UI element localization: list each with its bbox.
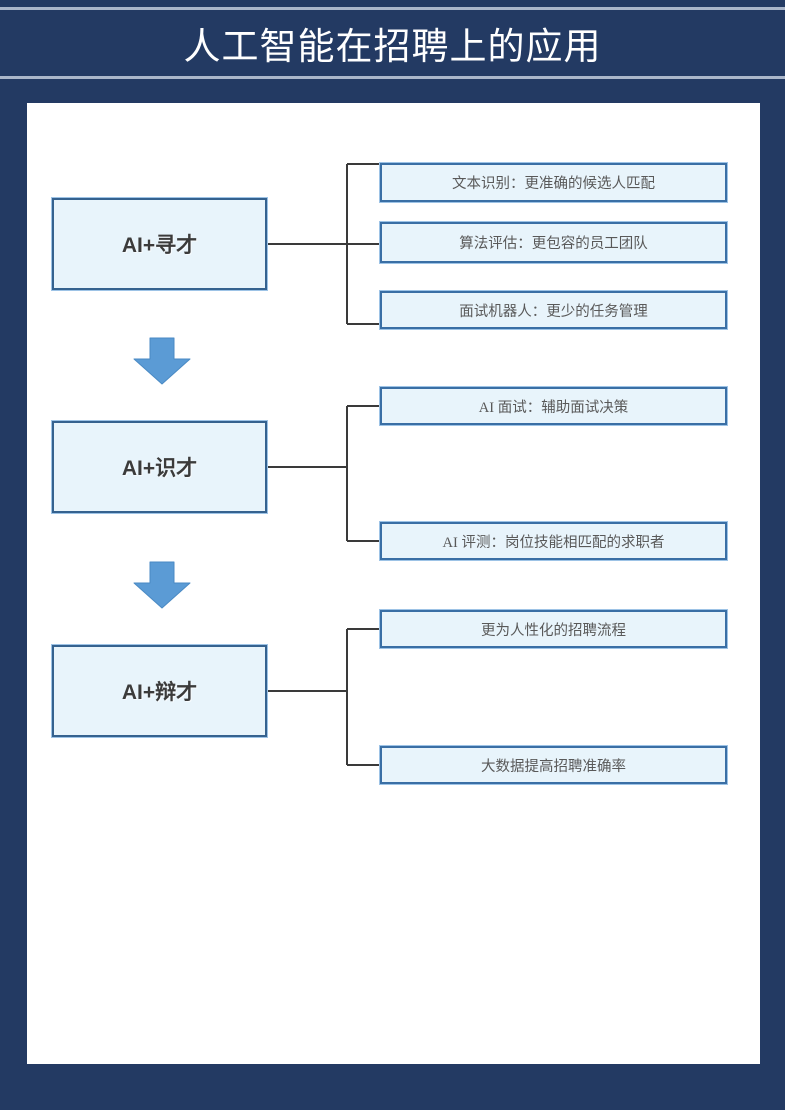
down-arrow-icon-1 [133,337,191,385]
flow-diagram: AI+寻才 文本识别：更准确的候选人匹配 算法评估：更包容的员工团队 面试机器人… [27,103,760,1064]
sub-node-group-2-item-1[interactable]: AI 面试：辅助面试决策 [379,386,728,426]
sub-node-group-1-item-3[interactable]: 面试机器人：更少的任务管理 [379,290,728,330]
sub-node-label: AI 面试：辅助面试决策 [478,399,629,416]
main-node-group-1[interactable]: AI+寻才 [51,197,268,291]
sub-node-group-1-item-2[interactable]: 算法评估：更包容的员工团队 [379,221,728,264]
sub-node-group-2-item-2[interactable]: AI 评测：岗位技能相匹配的求职者 [379,521,728,561]
title-rule-top [0,7,785,10]
sub-node-label: 算法评估：更包容的员工团队 [459,236,648,252]
main-node-label: AI+辩才 [121,681,198,704]
sub-node-label: 文本识别：更准确的候选人匹配 [452,176,655,192]
down-arrow-icon-2 [133,561,191,609]
sub-node-group-3-item-1[interactable]: 更为人性化的招聘流程 [379,609,728,649]
title-band: 人工智能在招聘上的应用 [0,10,785,76]
main-node-group-3[interactable]: AI+辩才 [51,644,268,738]
sub-node-label: AI 评测：岗位技能相匹配的求职者 [442,534,665,551]
content-card: AI+寻才 文本识别：更准确的候选人匹配 算法评估：更包容的员工团队 面试机器人… [27,103,760,1064]
main-node-group-2[interactable]: AI+识才 [51,420,268,514]
sub-node-group-1-item-1[interactable]: 文本识别：更准确的候选人匹配 [379,162,728,203]
sub-node-label: 更为人性化的招聘流程 [481,622,626,639]
page-title: 人工智能在招聘上的应用 [183,27,602,68]
main-node-label: AI+识才 [121,457,198,480]
title-rule-bottom [0,76,785,79]
sub-node-group-3-item-2[interactable]: 大数据提高招聘准确率 [379,745,728,785]
sub-node-label: 大数据提高招聘准确率 [481,758,626,775]
sub-node-label: 面试机器人：更少的任务管理 [459,303,648,320]
main-node-label: AI+寻才 [121,234,198,257]
